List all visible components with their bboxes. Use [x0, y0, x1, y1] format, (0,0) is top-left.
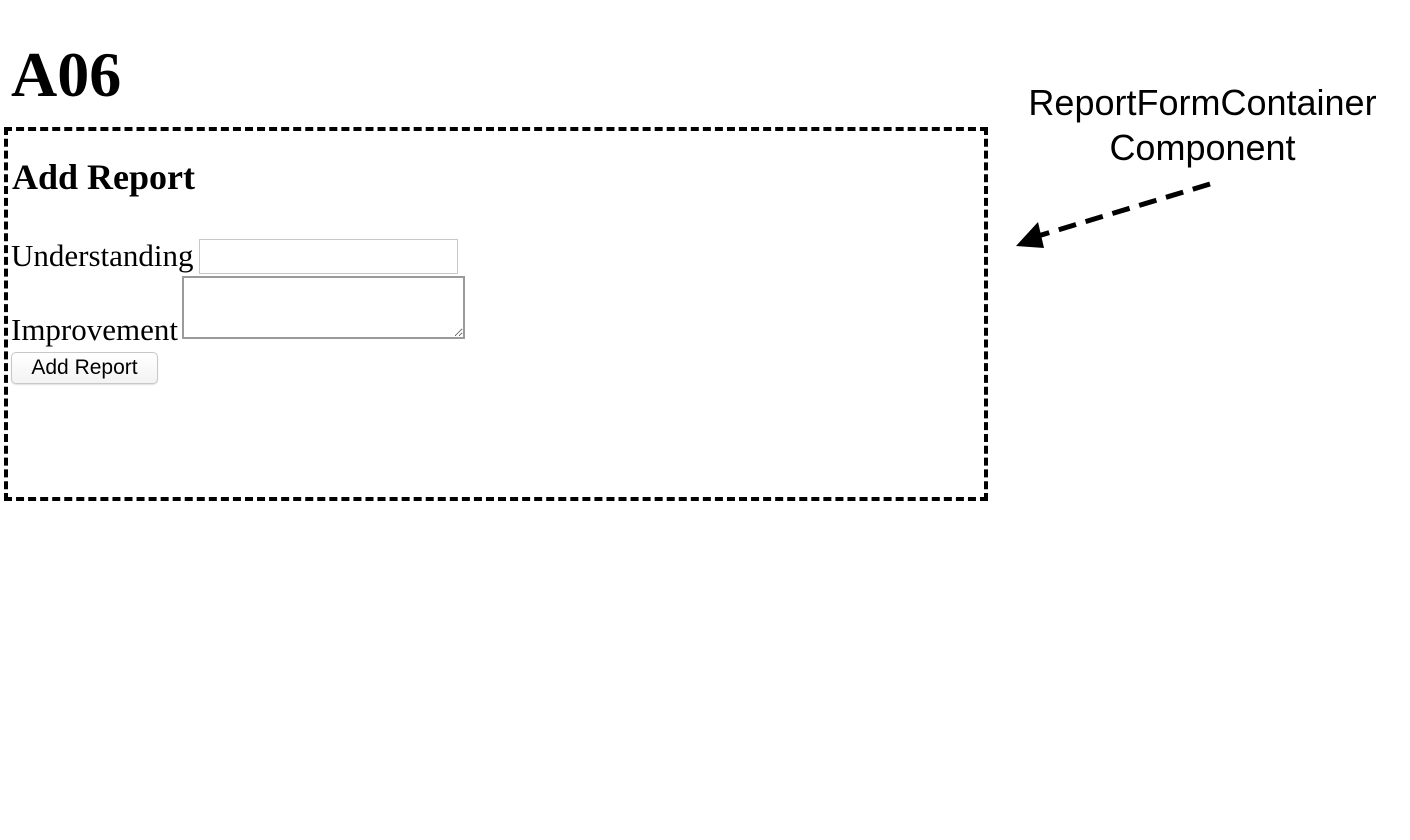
annotation-line-2: Component: [1109, 127, 1296, 168]
report-form-container-outline: [4, 127, 988, 501]
form-heading: Add Report: [12, 157, 196, 197]
page-title: A06: [11, 39, 122, 110]
improvement-textarea[interactable]: [182, 276, 465, 339]
improvement-label: Improvement: [11, 312, 179, 347]
add-report-button[interactable]: Add Report: [11, 352, 158, 384]
understanding-label: Understanding: [11, 238, 194, 273]
dashed-arrow-left-icon: [1016, 181, 1211, 248]
annotation-line-1: ReportFormContainer: [1028, 82, 1377, 123]
understanding-input[interactable]: [199, 239, 458, 274]
component-annotation: ReportFormContainer Component: [1010, 80, 1395, 170]
